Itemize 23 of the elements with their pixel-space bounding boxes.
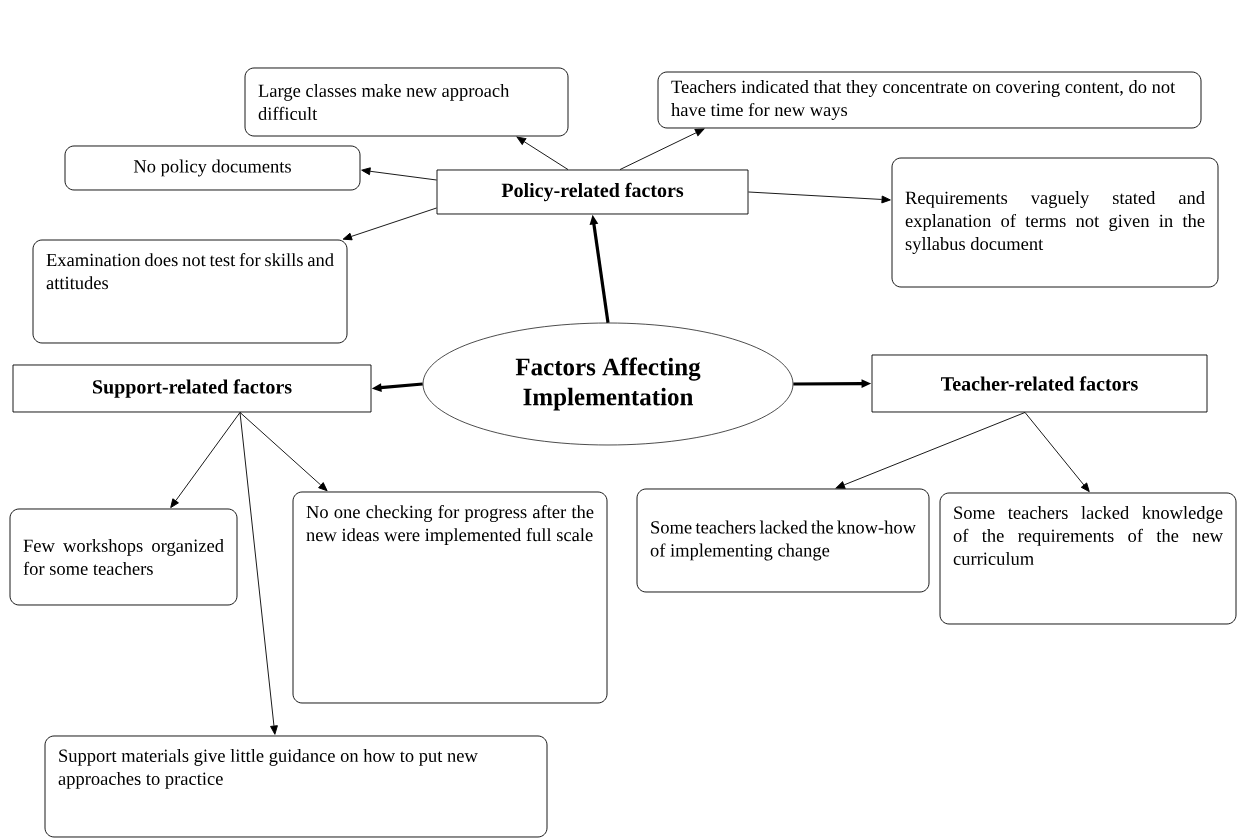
text-box: Few workshops organized for some teachers xyxy=(9,508,238,606)
text-box: Teachers indicated that they concentrate on covering content, do not have time for new ways xyxy=(657,71,1202,129)
arrow xyxy=(239,412,278,735)
arrow xyxy=(1024,412,1090,493)
text-box: No one checking for progress after the new ideas were implemented full scale xyxy=(292,491,608,704)
arrow xyxy=(748,191,891,204)
text-box: Some teachers lacked the know-how of implementing change xyxy=(636,488,930,593)
arrow xyxy=(342,207,437,241)
arrow xyxy=(835,412,1026,489)
category-box: Teacher-related factors xyxy=(871,354,1208,413)
text-box: Examination does not test for skills and attitudes xyxy=(32,239,348,344)
text-box: Support materials give little guidance on how to put new approaches to practice xyxy=(44,735,548,838)
text-box: Large classes make new approach difficult xyxy=(244,67,569,137)
text-box: Requirements vaguely stated and explanation of terms not given in the syllabus document xyxy=(891,157,1219,288)
arrow xyxy=(170,412,241,508)
arrow xyxy=(361,167,437,181)
text-box: Some teachers lacked knowledge of the requirements of the new curriculum xyxy=(939,492,1237,625)
arrow xyxy=(239,412,328,492)
text-box: No policy documents xyxy=(64,145,361,191)
category-box: Policy-related factors xyxy=(436,169,749,215)
arrow xyxy=(516,136,569,170)
arrow xyxy=(619,128,705,170)
category-box: Support-related factors xyxy=(12,364,372,413)
